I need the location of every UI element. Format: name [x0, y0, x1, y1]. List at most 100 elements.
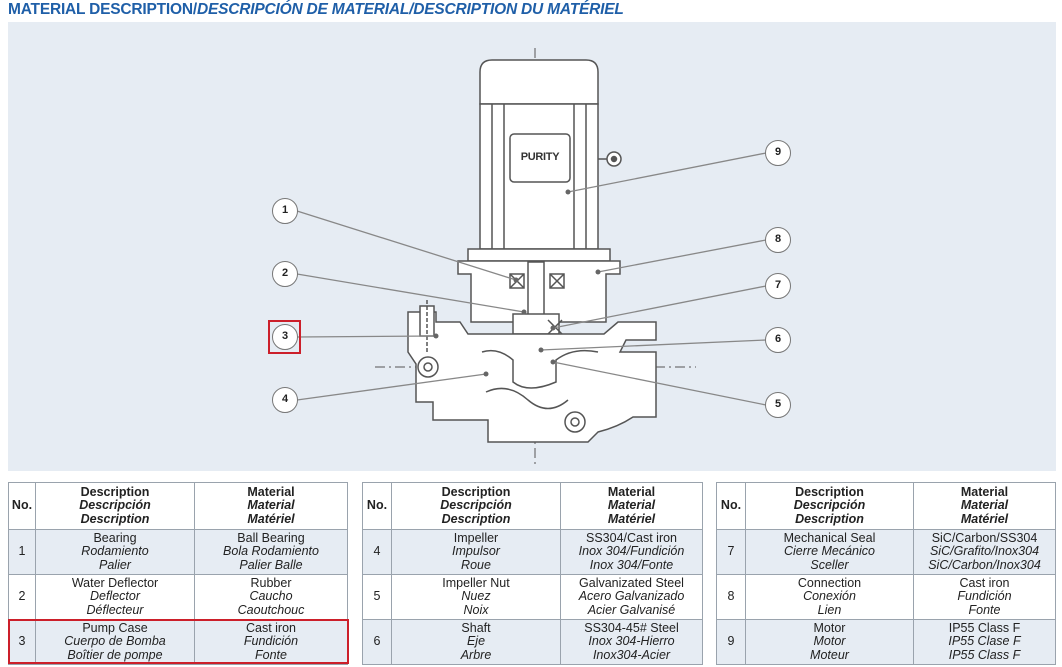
desc-es: Cuerpo de Bomba	[64, 634, 166, 649]
mat-en: IP55 Class F	[948, 620, 1021, 635]
callout-1: 1	[272, 198, 298, 224]
title-en: MATERIAL DESCRIPTION/	[8, 1, 197, 18]
header-material: Material Material Matériel	[560, 482, 703, 530]
header-mat-es: Material	[247, 498, 295, 513]
callout-2: 2	[272, 261, 298, 287]
mat-es: Fundición	[957, 589, 1012, 604]
desc-es: Impulsor	[452, 544, 500, 559]
header-description: Description Descripción Description	[391, 482, 561, 530]
header-mat-en: Material	[247, 484, 295, 499]
desc-fr: Noix	[463, 602, 489, 617]
header-mat-en: Material	[960, 484, 1009, 499]
desc-es: Nuez	[461, 589, 491, 604]
row-no: 1	[8, 529, 36, 575]
table-header-row: No. Description Descripción Description …	[8, 482, 348, 530]
desc-fr: Moteur	[810, 647, 849, 662]
mat-fr: SiC/Carbon/Inox304	[928, 557, 1041, 572]
header-desc-es: Descripción	[440, 498, 512, 513]
header-desc-fr: Description	[795, 511, 864, 526]
materials-table-1: No. Description Descripción Description …	[8, 482, 348, 665]
header-no: No.	[716, 482, 746, 530]
callout-6: 6	[765, 327, 791, 353]
header-mat-fr: Matériel	[247, 511, 295, 526]
desc-fr: Déflecteur	[86, 602, 144, 617]
mat-es: Fundición	[243, 634, 299, 649]
desc-fr: Palier	[99, 557, 131, 572]
desc-en: Motor	[813, 620, 846, 635]
desc-en: Impeller Nut	[442, 575, 510, 590]
header-material: Material Material Matériel	[913, 482, 1056, 530]
desc-fr: Boîtier de pompe	[67, 647, 163, 662]
desc-en: Mechanical Seal	[783, 530, 876, 545]
desc-es: Eje	[466, 634, 486, 649]
pump-cross-section-diagram: PURITY	[8, 22, 1056, 471]
table-header-row: No. Description Descripción Description …	[716, 482, 1056, 530]
materials-table-3: No. Description Descripción Description …	[716, 482, 1056, 665]
mat-en: SS304-45# Steel	[584, 620, 679, 635]
mat-es: Inox 304/Fundición	[578, 544, 685, 559]
mat-es: Bola Rodamiento	[223, 544, 319, 559]
header-mat-es: Material	[960, 498, 1009, 513]
desc-en: Shaft	[461, 620, 491, 635]
mat-en: Cast iron	[959, 575, 1010, 590]
mat-en: Rubber	[250, 575, 292, 590]
header-mat-es: Material	[607, 498, 656, 513]
page-title: MATERIAL DESCRIPTION/DESCRIPCIÓN DE MATE…	[8, 1, 624, 19]
mat-es: IP55 Clase F	[948, 634, 1021, 649]
callout-7: 7	[765, 273, 791, 299]
desc-en: Impeller	[453, 530, 499, 545]
mat-es: Acero Galvanizado	[578, 589, 685, 604]
desc-es: Rodamiento	[81, 544, 149, 559]
desc-fr: Arbre	[460, 647, 492, 662]
desc-es: Motor	[813, 634, 846, 649]
callout-4: 4	[272, 387, 298, 413]
mat-en: SS304/Cast iron	[585, 530, 678, 545]
header-mat-en: Material	[607, 484, 656, 499]
brand-logo: PURITY	[520, 151, 560, 163]
mat-es: SiC/Grafito/Inox304	[929, 544, 1040, 559]
mat-en: Galvanizated Steel	[579, 575, 684, 590]
materials-table-2: No. Description Descripción Description …	[362, 482, 703, 665]
desc-fr: Roue	[461, 557, 491, 572]
callout-8: 8	[765, 227, 791, 253]
header-desc-es: Descripción	[79, 498, 151, 513]
title-fr: DESCRIPTION DU MATÉRIEL	[413, 1, 624, 18]
pump-drawing	[296, 48, 767, 467]
row-no: 2	[8, 574, 36, 620]
row-3-highlight	[8, 619, 349, 664]
row-no: 8	[716, 574, 746, 620]
callout-3-highlight	[268, 320, 301, 354]
mat-fr: Fonte	[255, 647, 287, 662]
desc-en: Water Deflector	[71, 575, 159, 590]
row-no: 9	[716, 619, 746, 665]
callout-3: 3	[272, 324, 298, 350]
header-no: No.	[8, 482, 36, 530]
header-no: No.	[362, 482, 392, 530]
mat-fr: Palier Balle	[239, 557, 303, 572]
header-material: Material Material Matériel	[194, 482, 348, 530]
mat-fr: IP55 Class F	[948, 647, 1021, 662]
header-description: Description Descripción Description	[35, 482, 195, 530]
row-no: 7	[716, 529, 746, 575]
desc-fr: Lien	[817, 602, 842, 617]
callout-5: 5	[765, 392, 791, 418]
